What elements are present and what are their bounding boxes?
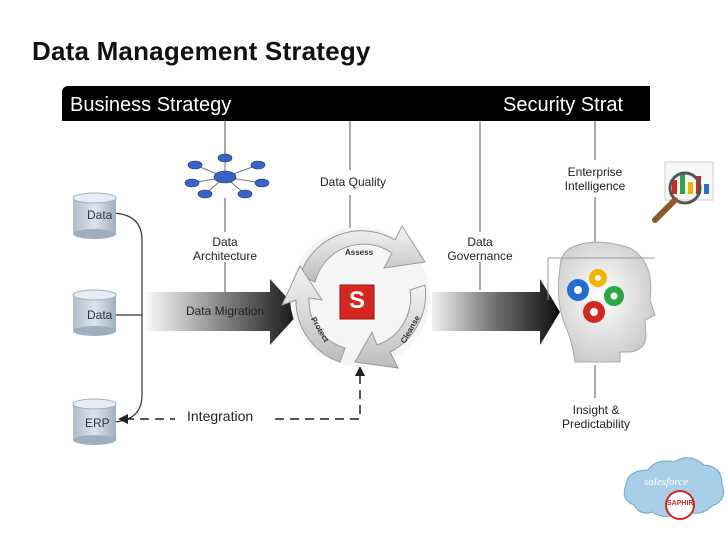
enterprise-intelligence-label: Enterprise Intelligence xyxy=(564,165,626,193)
page-title: Data Management Strategy xyxy=(32,36,371,66)
salesforce-logo xyxy=(623,457,725,520)
source-cylinder-erp xyxy=(72,398,117,445)
output-arrow xyxy=(432,279,560,345)
integration-arrowhead-left xyxy=(118,414,128,424)
data-quality-label: Data Quality xyxy=(319,175,387,189)
process-cycle xyxy=(281,224,430,369)
integration-label: Integration xyxy=(187,408,254,424)
data-governance-label: Data Governance xyxy=(447,235,513,263)
business-strategy-label: Business Strategy xyxy=(70,94,232,116)
security-strategy-label: Security Strat xyxy=(503,94,624,116)
logo-stamp-text: SAPHIR xyxy=(667,500,694,507)
center-logo-block xyxy=(339,284,375,320)
database-network-icon xyxy=(184,153,270,199)
integration-arrowhead-up xyxy=(355,366,365,376)
data-migration-arrow xyxy=(143,279,300,345)
data-architecture-label: Data Architecture xyxy=(192,235,258,263)
source-label-erp: ERP xyxy=(85,416,110,430)
source-cylinder-1 xyxy=(72,192,117,239)
cycle-assess-label: Assess xyxy=(345,248,374,257)
salesforce-logo-text: salesforce xyxy=(644,476,689,488)
cycle-center-letter: S xyxy=(349,287,366,314)
data-migration-label: Data Migration xyxy=(185,304,265,318)
source-label-data-1: Data xyxy=(87,208,113,222)
source-cylinder-2 xyxy=(72,289,117,336)
source-label-data-2: Data xyxy=(87,308,113,322)
integration-dashed-lines xyxy=(125,375,361,420)
strategy-bar xyxy=(62,86,650,121)
analytics-magnifier-icon xyxy=(652,161,714,223)
brain-head-icon xyxy=(557,241,656,363)
insight-predictability-label: Insight & Predictability xyxy=(561,403,631,431)
